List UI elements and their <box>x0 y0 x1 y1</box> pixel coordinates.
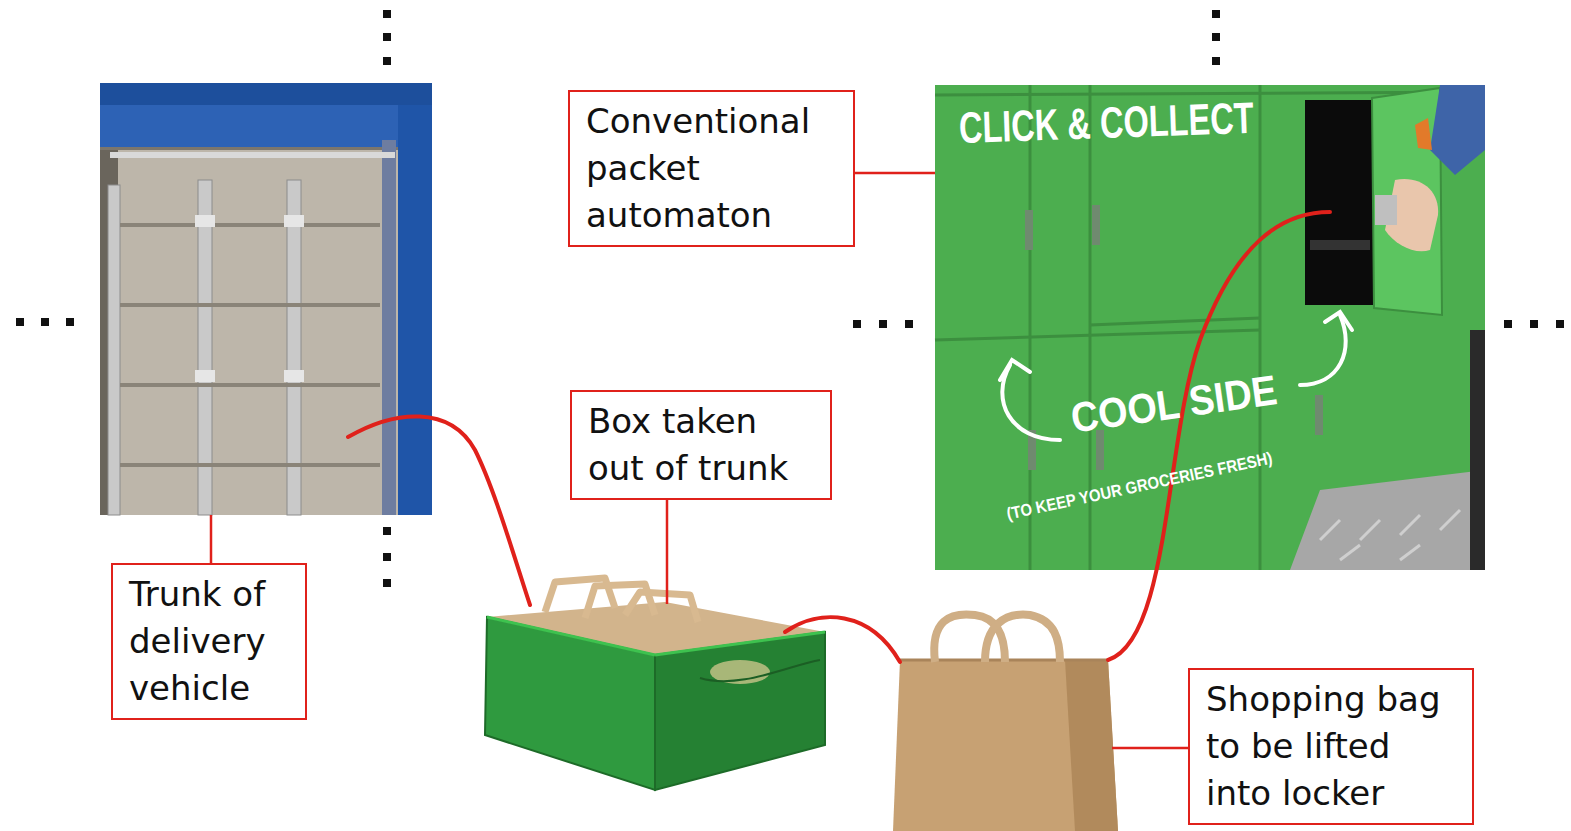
callout-box: Box taken out of trunk <box>570 390 832 500</box>
locker-photo <box>935 85 1485 570</box>
callout-box: Conventional packet automaton <box>568 90 855 247</box>
callout-box: Shopping bag to be lifted into locker <box>1188 668 1474 825</box>
callout-text: Shopping bag to be lifted into locker <box>1206 676 1456 817</box>
callout-box: Trunk of delivery vehicle <box>111 563 307 720</box>
trunk-photo <box>100 83 432 515</box>
green-box <box>485 578 825 790</box>
continuation-dots <box>16 10 1564 587</box>
callout-text: Trunk of delivery vehicle <box>129 571 289 712</box>
leader-lines <box>211 173 1188 748</box>
paper-bag <box>893 614 1118 831</box>
callout-text: Box taken out of trunk <box>588 398 814 492</box>
photo-lettering: CLICK & COLLECT <box>958 93 1254 153</box>
callout-text: Conventional packet automaton <box>586 98 837 239</box>
flow-curves <box>348 212 1330 662</box>
